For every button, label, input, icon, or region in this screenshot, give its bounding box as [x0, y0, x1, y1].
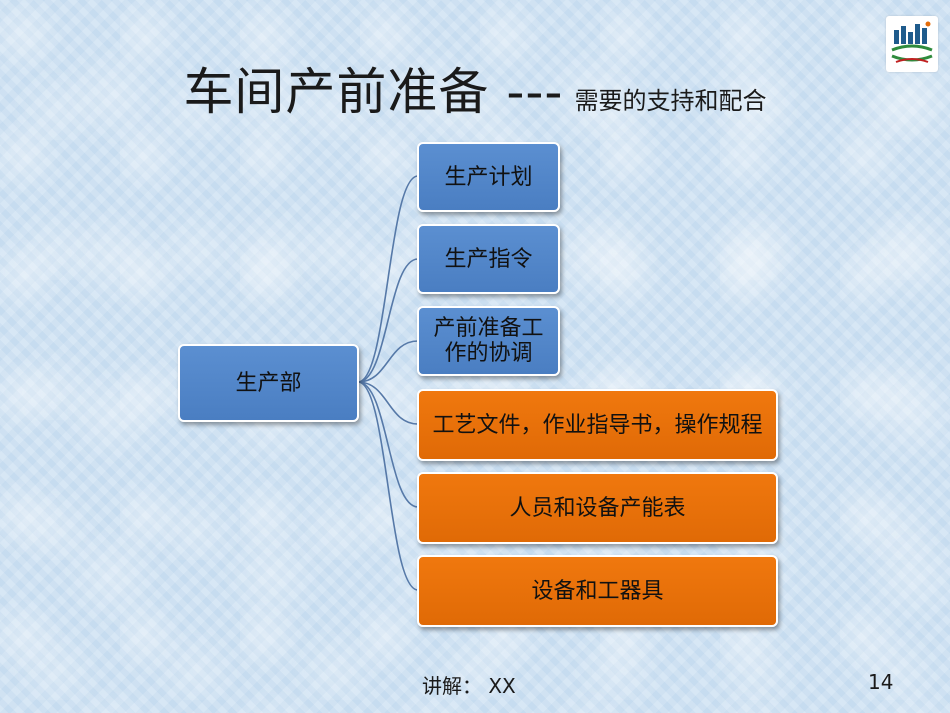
company-logo-icon [886, 16, 938, 72]
node-production-plan: 生产计划 [417, 142, 560, 212]
node-production-dept: 生产部 [178, 344, 359, 422]
node-label: 生产部 [235, 370, 302, 396]
slide-title: 车间产前准备 --- 需要的支持和配合 [0, 52, 950, 124]
title-subtitle: 需要的支持和配合 [574, 87, 767, 115]
connector-5 [357, 381, 419, 508]
connector-6 [357, 381, 419, 591]
node-equipment-tools: 设备和工器具 [417, 555, 778, 627]
node-preproduction-coordination: 产前准备工作的协调 [417, 306, 560, 376]
connector-4 [357, 381, 419, 425]
connector-3 [357, 340, 419, 383]
node-process-documents: 工艺文件，作业指导书，操作规程 [417, 389, 778, 461]
node-capacity-table: 人员和设备产能表 [417, 472, 778, 544]
connector-1 [357, 175, 419, 383]
node-production-order: 生产指令 [417, 224, 560, 294]
node-label: 人员和设备产能表 [509, 495, 686, 521]
connector-2 [357, 258, 419, 383]
node-label: 产前准备工作的协调 [433, 316, 544, 366]
title-main: 车间产前准备 --- [183, 63, 564, 121]
page-number: 14 [868, 670, 894, 694]
presenter-label: 讲解： XX [422, 674, 516, 698]
node-label: 设备和工器具 [531, 578, 664, 604]
node-label: 工艺文件，作业指导书，操作规程 [432, 412, 763, 438]
node-label: 生产指令 [444, 246, 533, 272]
node-label: 生产计划 [444, 164, 533, 190]
